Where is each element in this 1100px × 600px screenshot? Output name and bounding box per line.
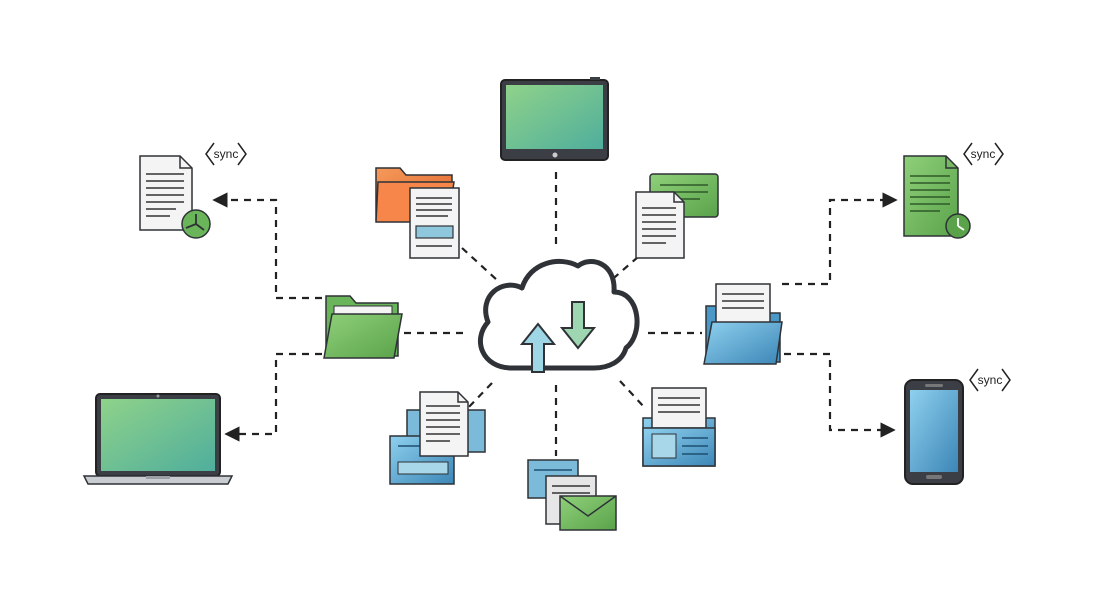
connector-tray [619, 380, 646, 409]
synced-green-document-icon [903, 155, 971, 239]
connectors [212, 172, 898, 456]
document-in-tray-icon [642, 387, 716, 467]
document-envelope-icon [527, 459, 617, 531]
sync-tag-label: sync [214, 147, 239, 161]
sync-tag-label: sync [978, 373, 1003, 387]
clock-badge-icon [945, 213, 971, 239]
sync-tag: sync [205, 142, 247, 166]
sync-tag: sync [969, 368, 1011, 392]
connector-synced-green-doc [782, 192, 898, 286]
connector-folder-docs [461, 247, 498, 281]
document-with-message-icon [635, 173, 719, 259]
folder-with-documents-icon [375, 167, 460, 259]
sync-tag-label: sync [971, 147, 996, 161]
connector-synced-doc-left [212, 192, 322, 300]
synced-document-left-icon [139, 155, 211, 239]
tablet-icon [500, 77, 609, 161]
connector-stacked-docs [465, 382, 493, 411]
download-arrow-icon [559, 301, 597, 350]
cloud-sync-icon [477, 258, 640, 373]
sync-tag: sync [963, 142, 1004, 166]
blue-folder-with-paper-icon [703, 283, 783, 365]
upload-arrow-icon [519, 322, 557, 373]
stacked-documents-icon [389, 391, 486, 485]
connector-doc-message [607, 256, 639, 284]
laptop-icon [82, 393, 234, 485]
connector-laptop [224, 352, 322, 442]
green-folder-icon [323, 295, 403, 359]
smartphone-icon [904, 379, 964, 485]
connector-smartphone [784, 352, 896, 438]
clock-badge-icon [181, 209, 211, 239]
